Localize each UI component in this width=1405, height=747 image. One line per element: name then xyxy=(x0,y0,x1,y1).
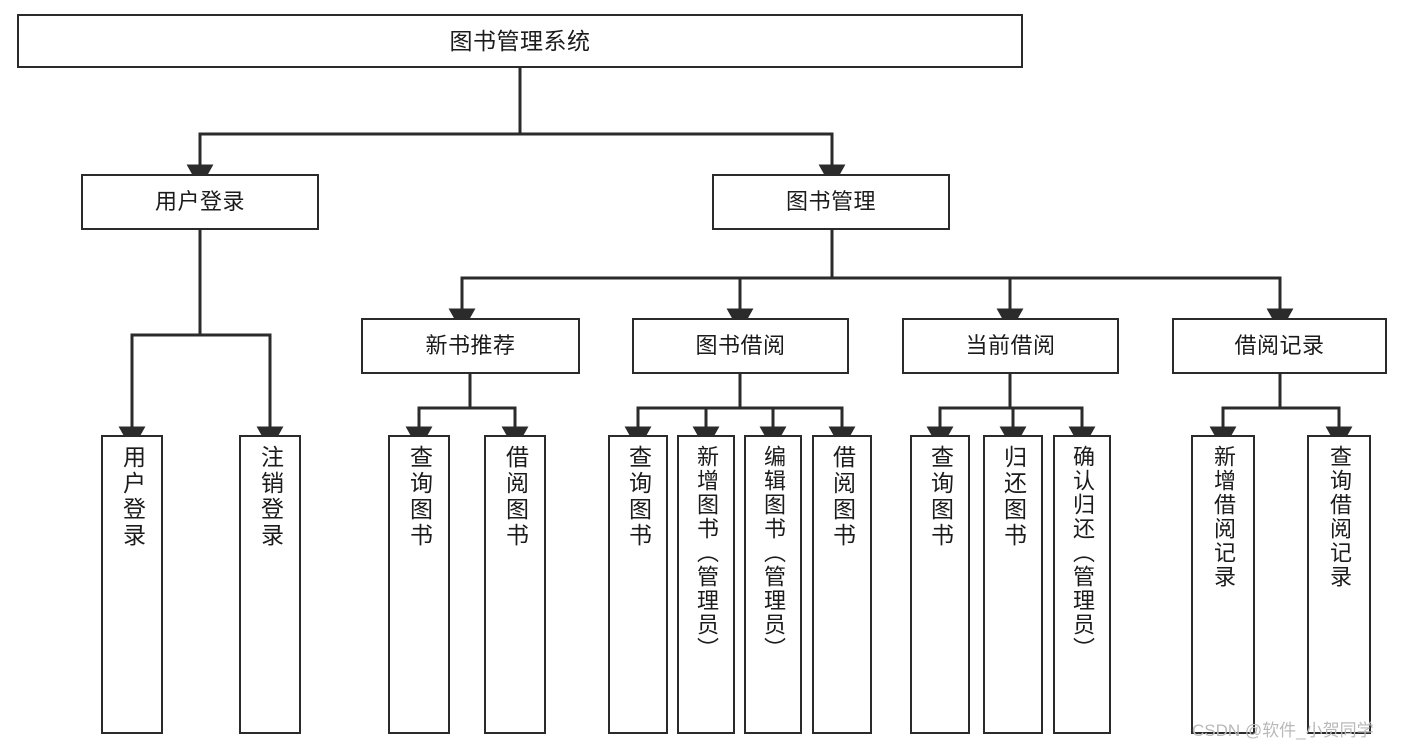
node-leaf-borrow-book[interactable]: 借阅图书 xyxy=(812,435,872,734)
node-label: 用户登录 xyxy=(154,189,245,215)
node-label: 归还图书 xyxy=(1000,445,1027,549)
node-label: 查询图书 xyxy=(625,445,652,549)
node-leaf-add-book-admin[interactable]: 新增图书（管理员） xyxy=(677,435,735,734)
node-leaf-query-borrow-record[interactable]: 查询借阅记录 xyxy=(1307,435,1371,734)
node-label: 图书借阅 xyxy=(695,333,786,359)
node-user-login[interactable]: 用户登录 xyxy=(81,174,319,230)
node-borrow-record[interactable]: 借阅记录 xyxy=(1172,318,1387,374)
node-label: 借阅图书 xyxy=(829,445,856,549)
node-leaf-confirm-return-admin[interactable]: 确认归还（管理员） xyxy=(1053,435,1111,734)
node-leaf-query-book-borrow[interactable]: 查询图书 xyxy=(608,435,668,734)
node-label: 借阅记录 xyxy=(1234,333,1325,359)
node-root-book-management-system[interactable]: 图书管理系统 xyxy=(17,14,1023,68)
node-leaf-add-borrow-record[interactable]: 新增借阅记录 xyxy=(1191,435,1255,734)
node-label: 编辑图书（管理员） xyxy=(761,445,786,661)
node-label: 查询图书 xyxy=(927,445,954,549)
node-label: 图书管理系统 xyxy=(449,27,591,54)
node-label: 当前借阅 xyxy=(965,333,1056,359)
node-current-borrow[interactable]: 当前借阅 xyxy=(902,318,1119,374)
node-label: 新书推荐 xyxy=(425,333,516,359)
node-leaf-query-book-current[interactable]: 查询图书 xyxy=(910,435,970,734)
node-label: 图书管理 xyxy=(785,189,876,215)
node-leaf-logout-login[interactable]: 注销登录 xyxy=(239,435,301,734)
csdn-watermark: CSDN @软件_小贺同学 xyxy=(1192,721,1374,740)
node-label: 新增借阅记录 xyxy=(1211,445,1236,589)
node-book-management[interactable]: 图书管理 xyxy=(712,174,950,230)
node-leaf-borrow-book-recommend[interactable]: 借阅图书 xyxy=(484,435,546,734)
node-label: 借阅图书 xyxy=(502,445,529,549)
node-label: 查询图书 xyxy=(406,445,433,549)
node-new-book-recommend[interactable]: 新书推荐 xyxy=(361,318,580,374)
node-leaf-return-book[interactable]: 归还图书 xyxy=(983,435,1043,734)
node-book-borrow[interactable]: 图书借阅 xyxy=(632,318,849,374)
node-label: 注销登录 xyxy=(257,445,284,549)
node-leaf-edit-book-admin[interactable]: 编辑图书（管理员） xyxy=(744,435,802,734)
node-leaf-user-login[interactable]: 用户登录 xyxy=(101,435,163,734)
node-label: 新增图书（管理员） xyxy=(694,445,719,661)
node-label: 用户登录 xyxy=(119,445,146,549)
node-leaf-query-book-recommend[interactable]: 查询图书 xyxy=(388,435,450,734)
node-label: 确认归还（管理员） xyxy=(1070,445,1095,661)
node-label: 查询借阅记录 xyxy=(1327,445,1352,589)
